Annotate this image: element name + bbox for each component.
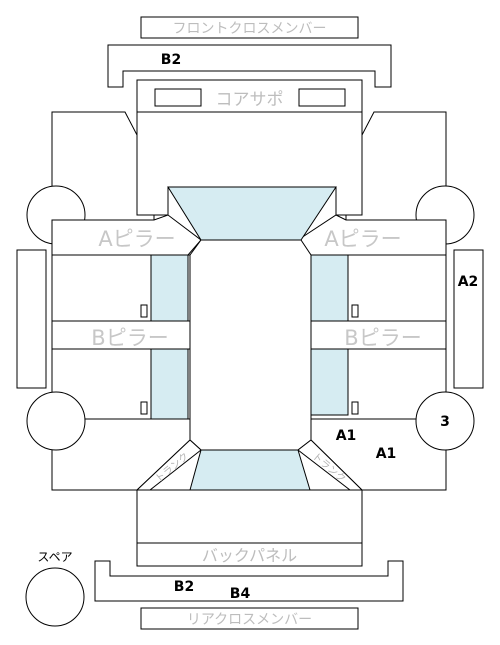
front-cross-member-label: フロントクロスメンバー	[173, 21, 327, 37]
a-pillar-left-label: Aピラー	[98, 227, 175, 251]
b-pillar-left-label: Bピラー	[91, 326, 168, 350]
back-panel-label: バックパネル	[202, 546, 297, 565]
roof[interactable]	[189, 239, 312, 451]
front-bumper-bracket[interactable]	[107, 44, 392, 88]
headlight-left[interactable]	[154, 88, 202, 107]
b-pillar-left[interactable]	[51, 320, 191, 350]
door-handle-front-right[interactable]	[351, 304, 359, 318]
spare-tire[interactable]	[25, 567, 85, 627]
a-pillar-right-label: Aピラー	[324, 227, 401, 251]
right-side-grade: A2	[458, 274, 479, 290]
rear-cross-member-box[interactable]	[140, 607, 359, 630]
rear-member-grade-1: B2	[174, 579, 194, 595]
rocker-panel-right[interactable]	[453, 249, 484, 389]
front-member-grade: B2	[161, 52, 181, 68]
side-window-front-left[interactable]	[150, 254, 189, 322]
side-window-rear-left[interactable]	[150, 348, 189, 420]
side-window-front-right[interactable]	[310, 254, 349, 322]
rear-bumper-bracket[interactable]	[94, 560, 404, 602]
b-pillar-right-label: Bピラー	[344, 326, 421, 350]
rear-tire-right-grade: 3	[440, 414, 450, 430]
front-cross-member-box[interactable]	[140, 16, 359, 39]
rear-right-door-grade-1: A1	[336, 428, 357, 444]
headlight-right[interactable]	[298, 88, 346, 107]
rear-right-door-grade-2: A1	[376, 446, 397, 462]
rear-cross-member-label: リアクロスメンバー	[187, 612, 312, 628]
rear-window[interactable]	[189, 449, 311, 491]
door-handle-front-left[interactable]	[140, 304, 148, 318]
trunk-lid[interactable]	[136, 489, 363, 544]
door-handle-rear-right[interactable]	[351, 401, 359, 415]
core-support-label: コアサポ	[216, 90, 284, 110]
door-handle-rear-left[interactable]	[140, 401, 148, 415]
rear-tire-left[interactable]	[26, 391, 86, 451]
rear-member-grade-2: B4	[230, 586, 251, 602]
rocker-panel-left[interactable]	[16, 249, 47, 389]
spare-label: スペア	[37, 550, 72, 564]
back-panel[interactable]	[136, 542, 363, 567]
b-pillar-right[interactable]	[310, 320, 447, 350]
side-window-rear-right[interactable]	[310, 348, 349, 416]
rear-tire-right[interactable]	[415, 391, 475, 451]
